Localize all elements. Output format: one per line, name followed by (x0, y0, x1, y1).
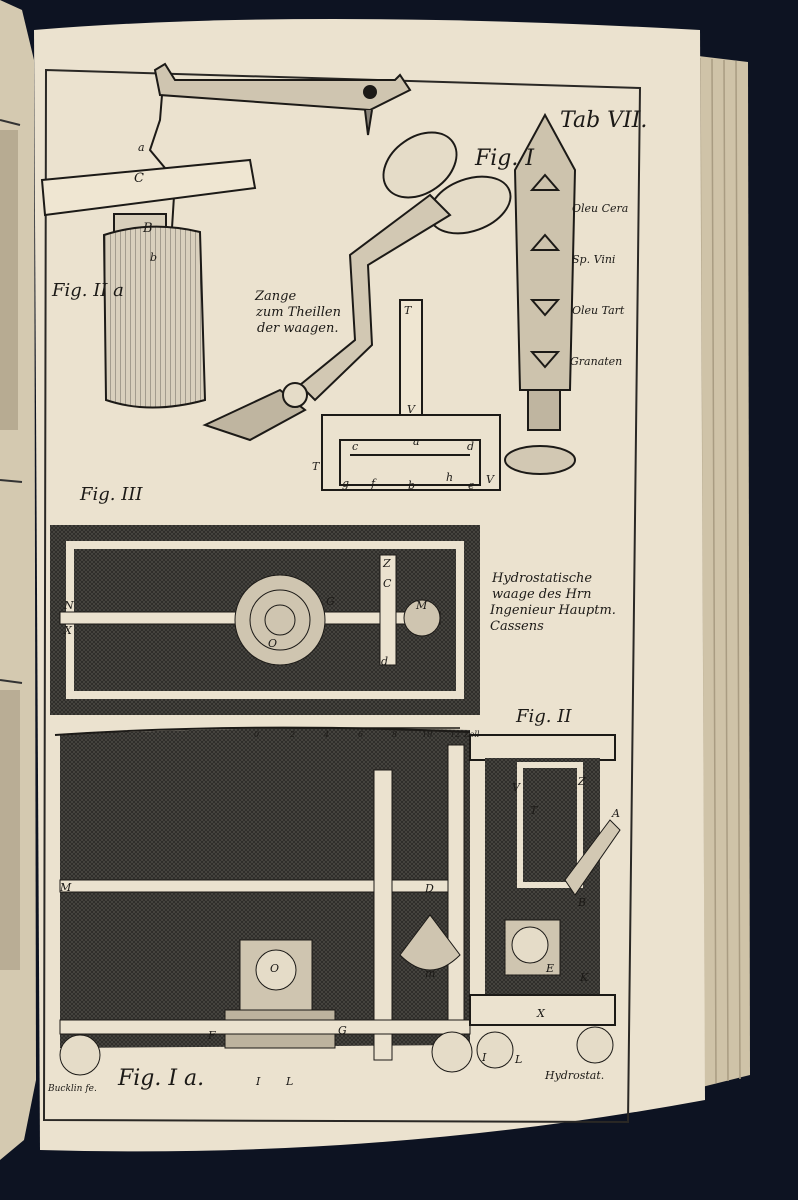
fig2-letter-z: Z (578, 775, 586, 788)
fig2-letter-e: E (546, 962, 555, 975)
fig3-letter-g: G (326, 595, 335, 608)
scale-tick-0: 0 (254, 730, 260, 739)
plate-title: Tab VII. (560, 108, 648, 133)
fig2-letter-x: X (537, 1007, 545, 1020)
fig2-letter-i: I (482, 1051, 487, 1064)
fig2a-letter-c: C (134, 171, 144, 186)
fig2a-letter-a: a (138, 141, 145, 154)
fig3-letter-d: d (381, 655, 389, 668)
scale-tick-4: 4 (324, 730, 330, 739)
hydrostatic-caption-3: Ingenieur Hauptm. (490, 603, 616, 618)
fig2-letter-a: A (612, 807, 620, 820)
scale-tick-12: 12 (450, 730, 461, 739)
frame-letter-f: f (371, 477, 376, 490)
vial-label-3: Oleu Tart (572, 304, 625, 317)
fig2-letter-k: K (580, 971, 589, 984)
plate-border (42, 68, 642, 1124)
hydrostatic-caption-1: Hydrostatische (492, 571, 593, 586)
fig2a-caption: Fig. II a (52, 280, 124, 301)
fig3-letter-o: O (268, 637, 278, 650)
fig1a-drawing (54, 726, 473, 1076)
fig2-drawing (469, 734, 621, 1069)
hydrostatic-caption-2: waage des Hrn (492, 587, 592, 602)
fig3-letter-z: Z (383, 557, 391, 570)
engraver-signature: Bucklin fe. (48, 1084, 97, 1094)
plate-footer-right: Hydrostat. (545, 1069, 605, 1082)
frame-drawing (321, 299, 501, 491)
fig2-caption: Fig. II (516, 706, 572, 727)
fig2-letter-b: B (578, 896, 587, 909)
fig2-letter-v: V (512, 781, 520, 794)
fig1a-caption: Fig. I a. (118, 1066, 205, 1091)
scale-unit: Zoll (464, 730, 480, 739)
frame-letter-b: b (408, 479, 416, 492)
fig2a-letter-b-small: b (150, 251, 158, 264)
fig1a-letter-f: F (208, 1029, 216, 1042)
fig2a-letter-b: B (143, 221, 153, 236)
vial-label-4: Granaten (570, 355, 623, 368)
scale-tick-8: 8 (392, 730, 398, 739)
frame-letter-a: a (413, 435, 420, 448)
fig2a-drawing (40, 62, 412, 409)
frame-letter-e: e (468, 479, 475, 492)
fig3-letter-m: M (416, 599, 428, 612)
fig1a-letter-g: G (338, 1024, 347, 1037)
tongs-caption-1: Zange (255, 289, 297, 304)
fig1a-letter-m-left: M (60, 881, 72, 894)
fig2-letter-t: T (530, 804, 538, 817)
vial-label-2: Sp. Vini (572, 253, 616, 266)
scale-tick-6: 6 (358, 730, 364, 739)
hydrostatic-caption-4: Cassens (490, 619, 544, 634)
fig3-drawing (50, 525, 480, 715)
fig3-caption: Fig. III (80, 484, 143, 505)
fig3-letter-c: C (383, 577, 392, 590)
vial-drawing (504, 112, 577, 475)
frame-letter-h: h (446, 471, 454, 484)
left-page (0, 0, 36, 1160)
frame-letter-g: g (342, 477, 350, 490)
tongs-caption-2: zum Theillen (256, 305, 341, 320)
fig1a-letter-i: I (256, 1075, 261, 1088)
tongs-drawing (202, 131, 512, 442)
scale-tick-10: 10 (422, 730, 433, 739)
fig3-letter-n: N (64, 599, 74, 612)
fig1-caption: Fig. I (475, 146, 535, 171)
fig1a-letter-m: m (425, 967, 436, 980)
fig1a-letter-d: D (425, 882, 434, 895)
vial-label-1: Oleu Cera (572, 202, 629, 215)
fig1a-letter-l: L (286, 1075, 294, 1088)
frame-letter-v-top: V (407, 403, 415, 416)
scale-tick-2: 2 (290, 730, 296, 739)
frame-letter-t-left: T (312, 460, 320, 473)
frame-letter-t-top: T (404, 304, 412, 317)
fig2-letter-l: L (515, 1053, 523, 1066)
tongs-caption-3: der waagen. (257, 321, 339, 336)
fig3-letter-x: X (64, 624, 72, 637)
frame-letter-c: c (352, 440, 359, 453)
frame-letter-d: d (467, 440, 475, 453)
frame-letter-v-right: V (486, 473, 494, 486)
fig1a-letter-o: O (270, 962, 280, 975)
